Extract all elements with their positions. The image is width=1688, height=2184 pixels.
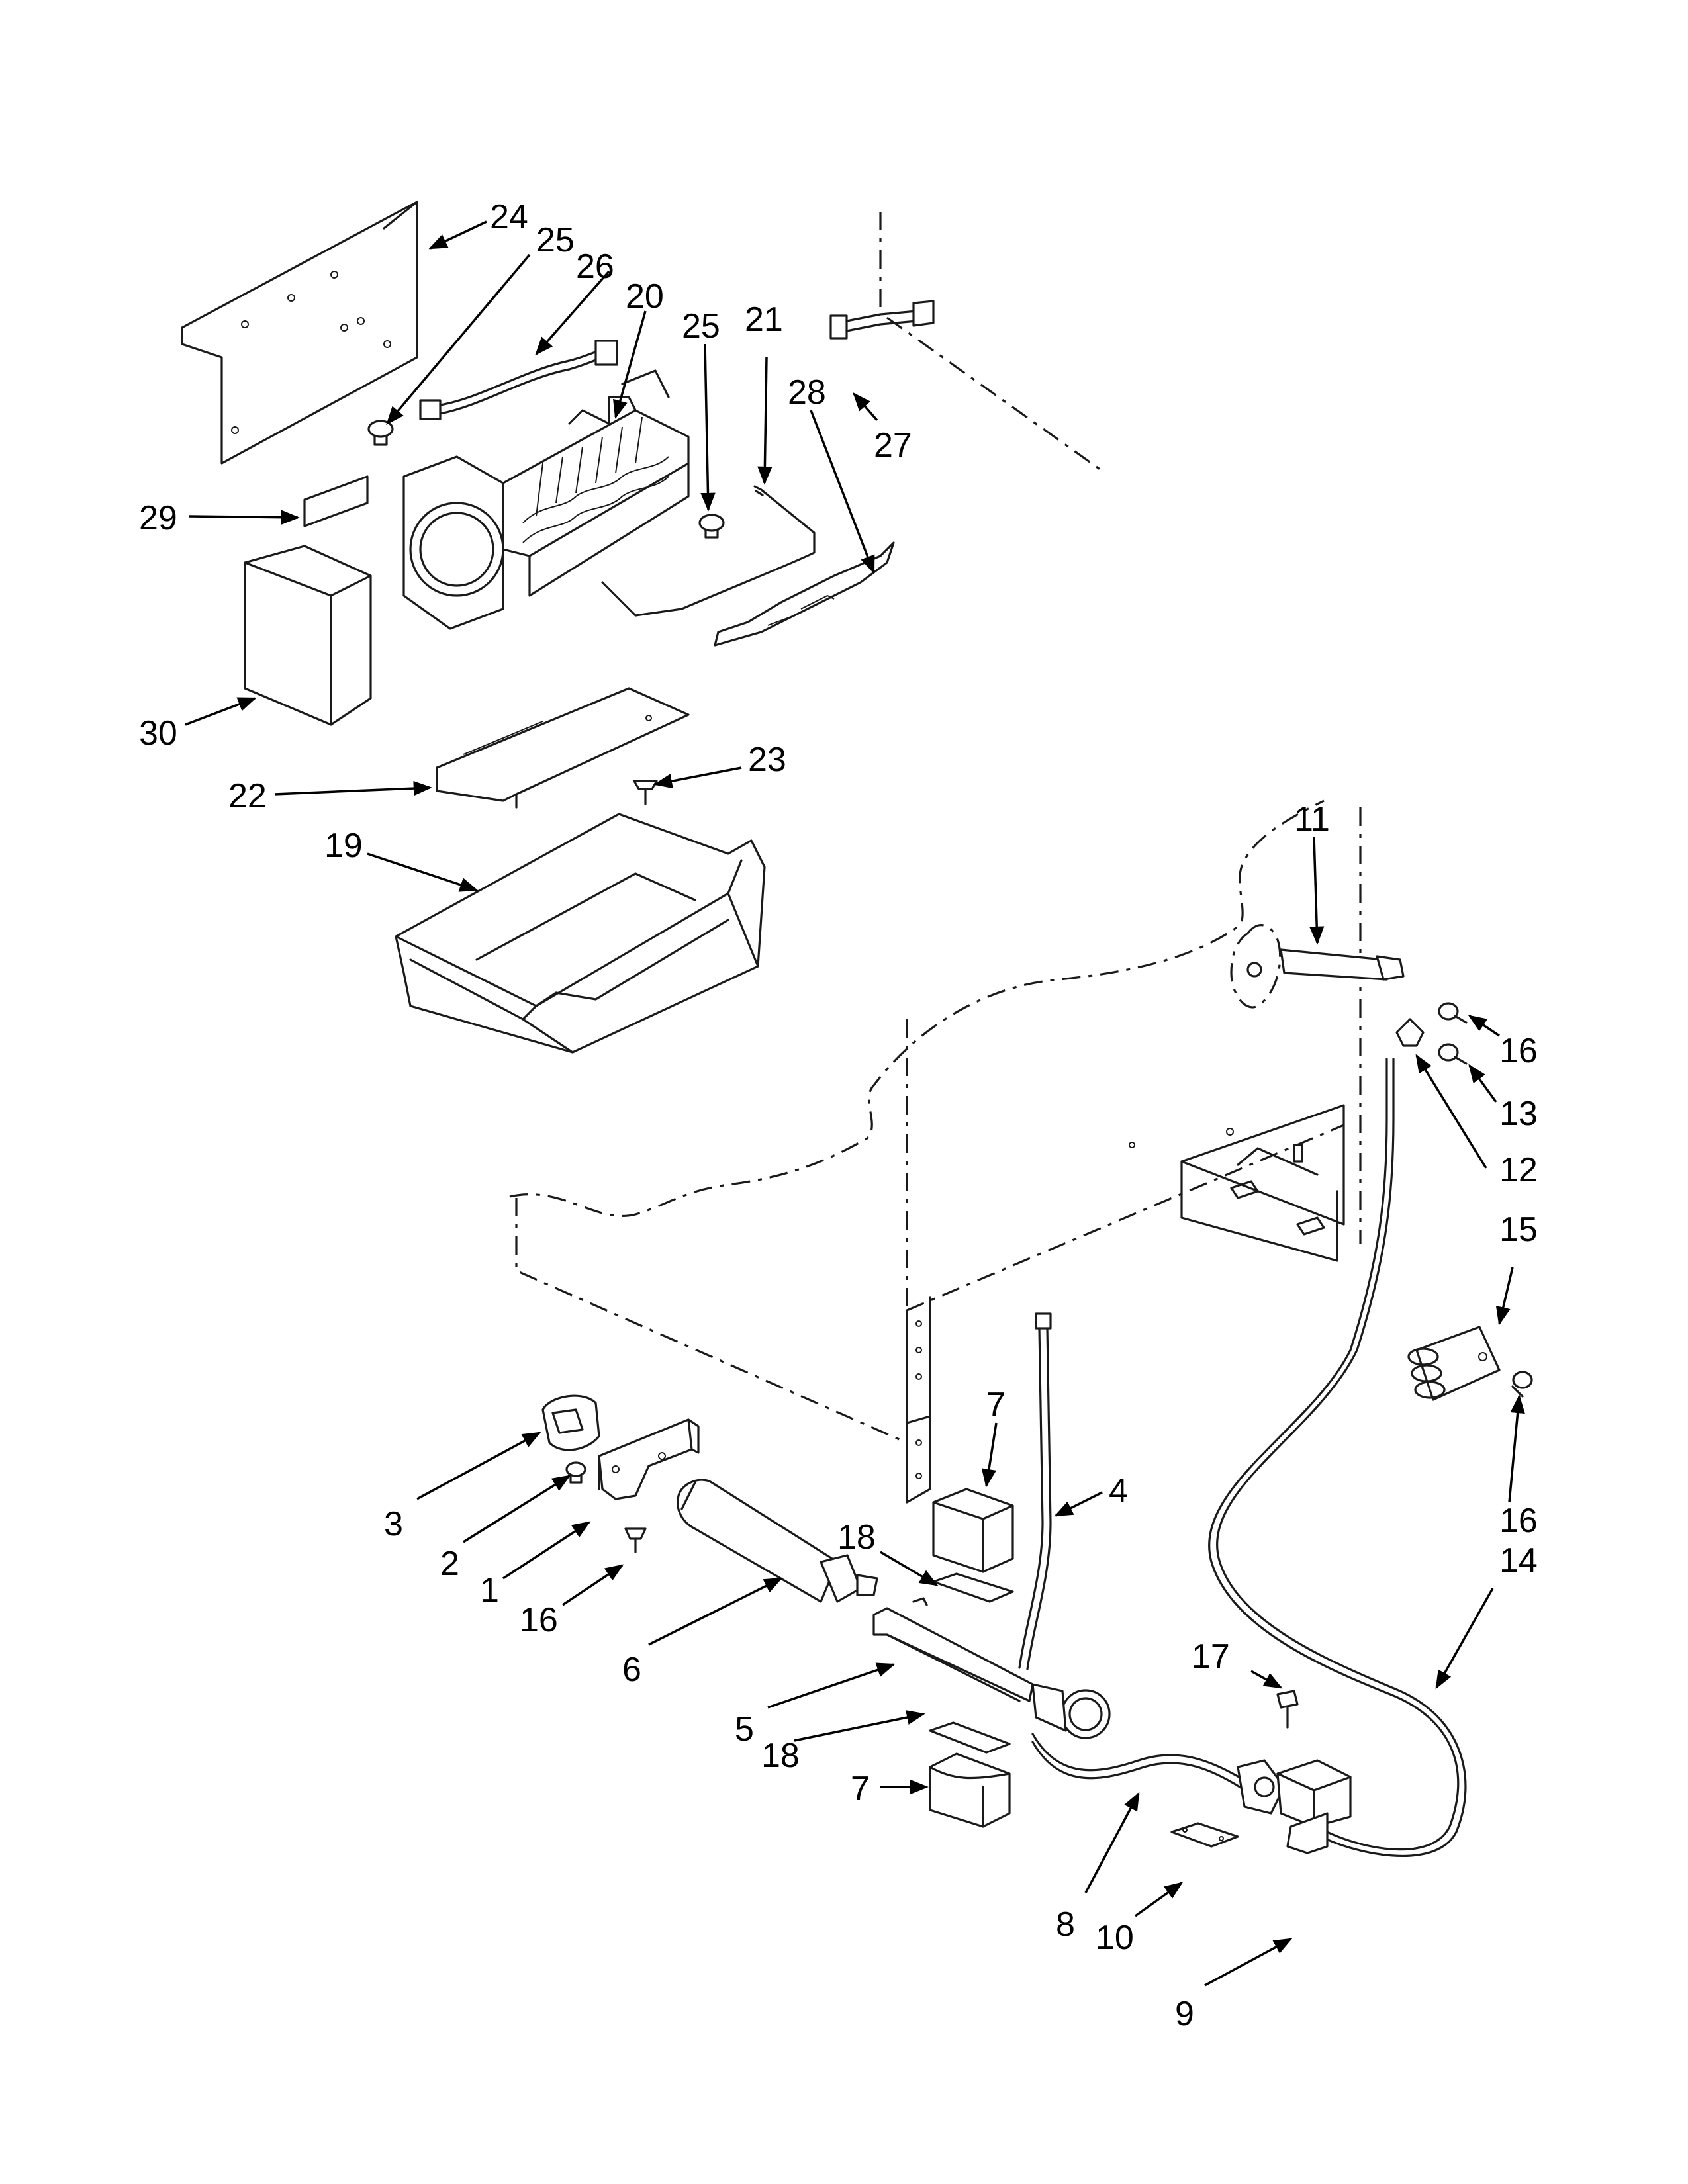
callout-11: 11: [1294, 800, 1330, 839]
callout-6: 6: [622, 1651, 641, 1689]
callout-labels: 24 25 26 20 25 21 28 27 29 30 22 23 19 1…: [139, 198, 1538, 2033]
part-1-filter-bracket: [598, 1418, 700, 1500]
part-20-ice-maker: [402, 369, 690, 630]
part-2-plug: [565, 1461, 586, 1484]
part-10-plate: [1170, 1822, 1239, 1848]
callout-1: 1: [480, 1571, 499, 1610]
callout-4: 4: [1109, 1472, 1128, 1510]
part-14-water-tube: [1208, 1058, 1467, 1857]
cabinet-outline: [509, 799, 1362, 1504]
callout-29: 29: [139, 499, 177, 537]
callout-8: 8: [1056, 1905, 1075, 1944]
part-23-pin: [633, 780, 658, 805]
callout-18-upper: 18: [837, 1518, 876, 1557]
cabinet-reference-lines-top: [879, 212, 1106, 475]
part-6-filter-cartridge: [677, 1479, 878, 1603]
part-21-shutoff-arm: [601, 485, 816, 617]
part-15-clamp: [1407, 1326, 1501, 1401]
part-8-tube: [1031, 1733, 1246, 1790]
part-29-label: [303, 475, 369, 527]
callout-16-upper: 16: [1499, 1032, 1538, 1070]
callout-23: 23: [748, 741, 786, 779]
part-16-screw-mid: [1511, 1371, 1533, 1398]
part-27-harness: [829, 300, 935, 340]
part-24-bracket: [181, 201, 418, 465]
part-16-pin-lower: [624, 1527, 647, 1553]
part-16-screw-upper: [1438, 1002, 1468, 1024]
part-25-screw-left: [367, 420, 394, 446]
callout-26: 26: [576, 248, 614, 286]
callout-21: 21: [745, 300, 783, 339]
callout-16-mid: 16: [1499, 1502, 1538, 1540]
part-3-cap: [541, 1394, 600, 1451]
callout-25-right: 25: [682, 307, 720, 345]
callout-15: 15: [1499, 1210, 1538, 1249]
callout-20: 20: [626, 277, 664, 316]
part-19-ice-bucket: [395, 813, 766, 1054]
part-18-pad-upper: [932, 1572, 1014, 1603]
part-7-foam-upper: [932, 1488, 1014, 1573]
callout-22: 22: [228, 777, 267, 815]
cabinet-interior: [1129, 1104, 1345, 1262]
callout-5: 5: [735, 1710, 754, 1749]
part-13-screw: [1438, 1043, 1468, 1065]
part-28-cover: [714, 541, 895, 647]
part-17-screw: [1276, 1690, 1299, 1729]
callout-7-lower: 7: [851, 1770, 870, 1808]
part-5-filter-housing: [872, 1597, 1111, 1739]
callout-19: 19: [324, 827, 363, 865]
callout-16-lower: 16: [520, 1601, 558, 1639]
part-7-foam-lower: [929, 1752, 1011, 1828]
part-11-fill-tube: [1230, 924, 1405, 1009]
callout-25-left: 25: [536, 221, 575, 259]
part-9-bracket: [1286, 1812, 1329, 1854]
part-18-pad-lower: [929, 1721, 1011, 1754]
part-4-water-line: [1018, 1312, 1052, 1670]
part-26-wire-harness: [419, 340, 618, 420]
callout-28: 28: [788, 373, 826, 412]
callout-12: 12: [1499, 1151, 1538, 1189]
callout-24: 24: [490, 198, 528, 236]
callout-18-lower: 18: [761, 1737, 800, 1775]
callout-3: 3: [384, 1505, 403, 1543]
part-25-screw-right: [698, 514, 725, 539]
part-30-box: [244, 545, 372, 726]
callout-30: 30: [139, 714, 177, 752]
water-valve-assembly: [1237, 1759, 1352, 1828]
callout-leaders: [185, 220, 1525, 1987]
callout-14: 14: [1499, 1541, 1538, 1580]
callout-27: 27: [874, 426, 912, 465]
callout-9: 9: [1175, 1995, 1194, 2033]
callout-13: 13: [1499, 1095, 1538, 1133]
part-12-clip: [1395, 1018, 1425, 1047]
callout-17: 17: [1192, 1637, 1230, 1676]
part-22-plate: [436, 687, 690, 809]
callout-2: 2: [440, 1545, 459, 1583]
callout-10: 10: [1096, 1919, 1134, 1957]
callout-7-upper: 7: [986, 1386, 1006, 1424]
